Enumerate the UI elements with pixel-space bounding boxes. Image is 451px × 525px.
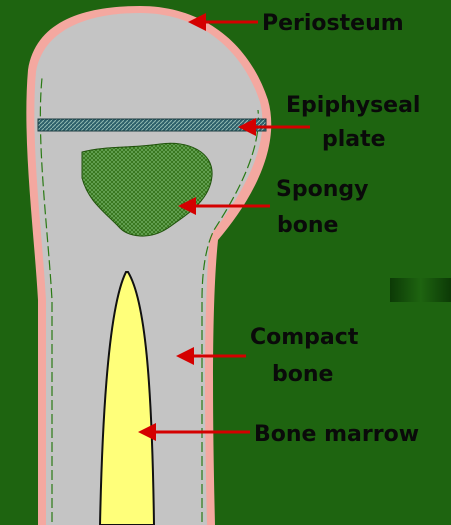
label-compact: Compact	[250, 325, 359, 350]
label-spongy-bone: bone	[277, 213, 338, 238]
fade-bar	[390, 278, 451, 302]
label-periosteum: Periosteum	[262, 11, 404, 36]
epiphyseal-plate	[38, 119, 266, 131]
label-epiphyseal: Epiphyseal	[286, 93, 420, 118]
label-compact-bone: bone	[272, 362, 333, 387]
label-bone-marrow: Bone marrow	[254, 422, 419, 447]
label-spongy: Spongy	[276, 177, 368, 202]
label-epiphyseal-plate: plate	[322, 127, 386, 152]
